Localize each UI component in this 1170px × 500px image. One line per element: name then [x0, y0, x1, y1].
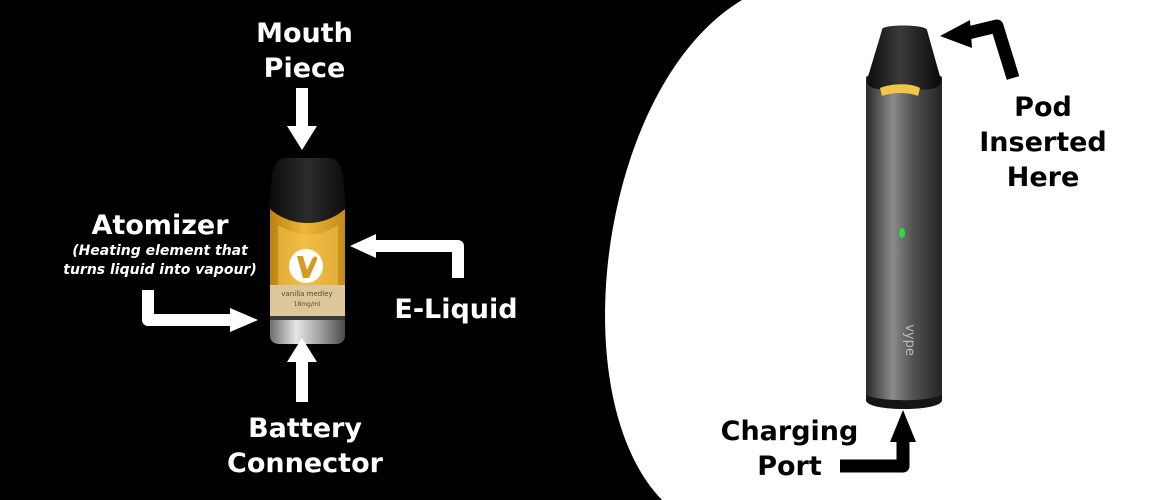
- atomizer-note: (Heating element that turns liquid into …: [40, 242, 280, 280]
- pod-mouthpiece-cap: [269, 158, 346, 223]
- pod-strength-text: 18mg/ml: [294, 301, 321, 308]
- atomizer-note-line-2: turns liquid into vapour): [63, 262, 257, 278]
- battery-connector-label: Battery Connector: [220, 411, 390, 481]
- pod-illustration: vanilla medley 18mg/ml: [269, 158, 346, 344]
- device-body: [865, 72, 943, 409]
- v-logo-icon: [297, 256, 318, 278]
- pod-inserted-arrow: [940, 19, 1020, 80]
- atomizer-arrow: [142, 290, 258, 332]
- mouth-piece-arrow: [287, 88, 317, 150]
- charging-port-arrow: [840, 410, 916, 473]
- device-brand-text: vype: [902, 324, 917, 356]
- battery-connector-label-line-2: Connector: [227, 448, 383, 479]
- pod-connector-rim: [270, 316, 345, 320]
- pod-label-band: [270, 285, 345, 316]
- e-liquid-arrow: [350, 234, 464, 278]
- pod-flavour-text: vanilla medley: [281, 290, 332, 298]
- e-liquid-label-text: E-Liquid: [394, 294, 518, 325]
- pod-inserted-here-line-1: Pod: [1014, 92, 1072, 123]
- battery-connector-label-line-1: Battery: [248, 413, 362, 444]
- battery-connector-arrow: [287, 338, 317, 402]
- device-bottom: [866, 395, 942, 409]
- mouth-piece-label-line-2: Piece: [263, 53, 346, 84]
- atomizer-note-line-1: (Heating element that: [72, 243, 248, 259]
- atomizer-label-title: Atomizer: [91, 210, 229, 241]
- device-led: [899, 228, 905, 238]
- pod-inserted-here-label: Pod Inserted Here: [968, 90, 1118, 195]
- atomizer-label: Atomizer: [60, 208, 260, 243]
- device-mouthpiece: [866, 25, 942, 90]
- charging-port-label-line-1: Charging: [720, 416, 859, 447]
- charging-port-label-line-2: Port: [757, 451, 822, 482]
- device-illustration: vype: [865, 25, 943, 409]
- mouth-piece-label-line-1: Mouth: [256, 18, 353, 49]
- charging-port-label: Charging Port: [712, 414, 867, 484]
- pod-inserted-here-line-3: Here: [1006, 162, 1080, 193]
- e-liquid-label: E-Liquid: [386, 292, 526, 327]
- mouth-piece-label: Mouth Piece: [237, 16, 372, 86]
- pod-inserted-here-line-2: Inserted: [979, 127, 1107, 158]
- pod-metal-connector: [270, 316, 345, 344]
- device-accent-ring: [880, 84, 920, 96]
